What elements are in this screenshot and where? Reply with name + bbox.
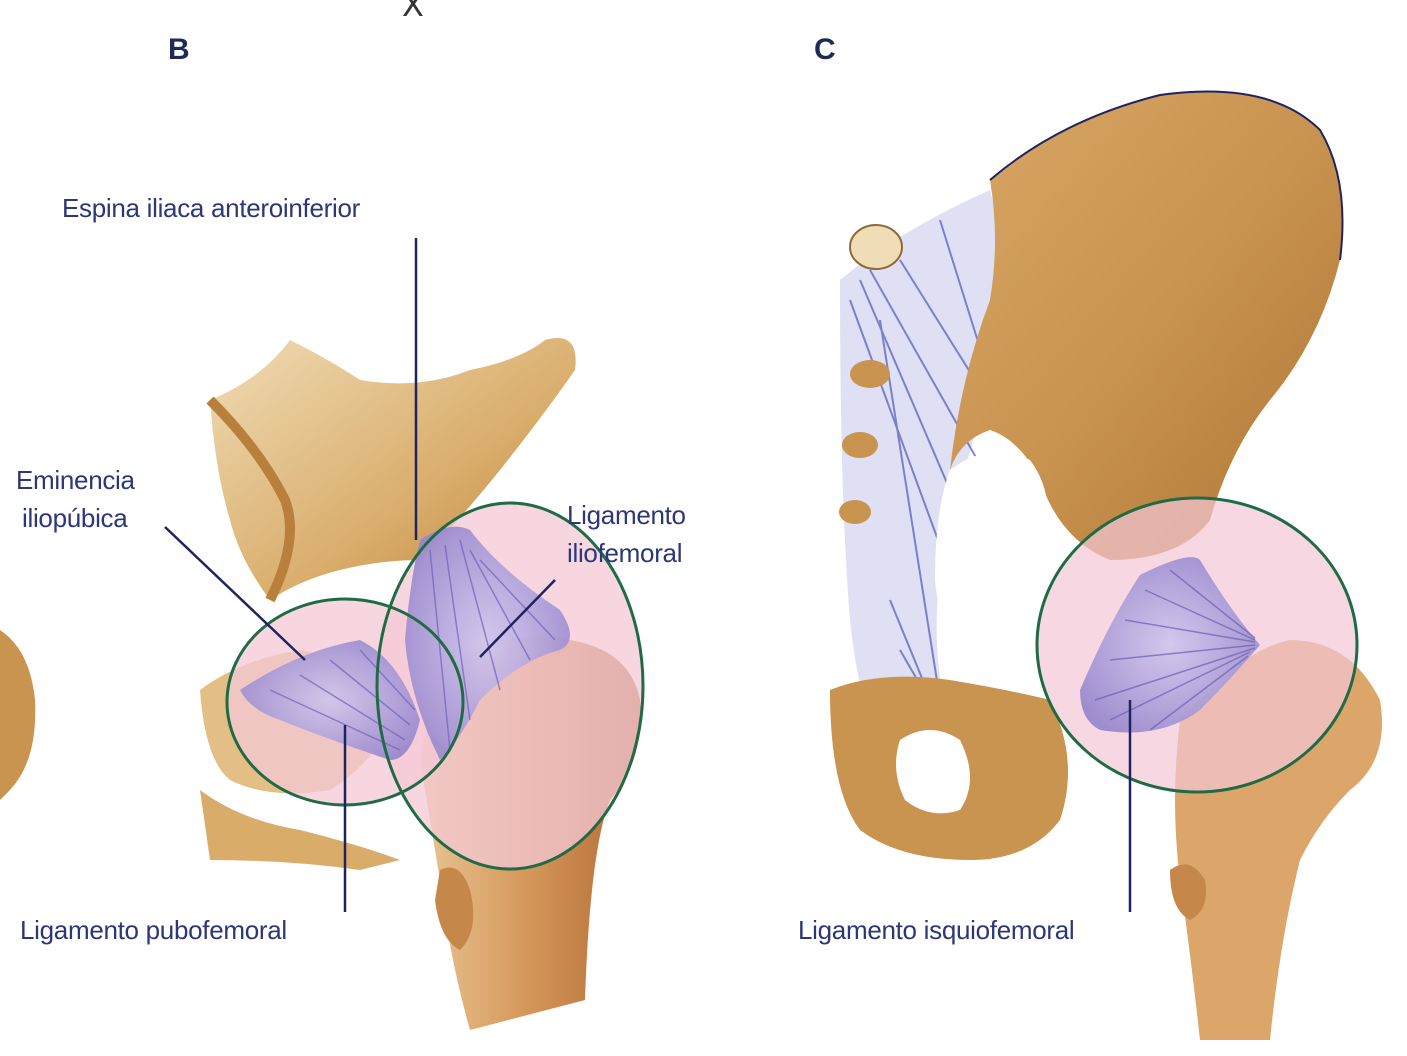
circle-iliofemoral <box>375 501 645 871</box>
label-eminencia-line2: iliopúbica <box>22 503 128 533</box>
obturator-foramen <box>935 452 1048 640</box>
leader-iliofemoral <box>479 579 556 658</box>
label-iliofemoral-line2: iliofemoral <box>567 538 683 568</box>
lesser-trochanter-c <box>1170 864 1206 920</box>
top-mark: X <box>402 0 424 24</box>
label-eminencia-line1: Eminencia <box>16 465 135 495</box>
ilium-c-outline <box>989 90 1344 261</box>
leader-lines-b <box>164 238 556 912</box>
sacral-foramen-2 <box>842 432 878 458</box>
sacral-foramen-3 <box>839 500 871 524</box>
ligament-fibers-c <box>1094 569 1256 731</box>
left-edge-bone <box>0 630 36 800</box>
panel-c-illustration <box>830 90 1382 1040</box>
ilium-c <box>950 91 1343 561</box>
ilium-b-edge <box>206 396 295 603</box>
label-espina-iliaca: Espina iliaca anteroinferior <box>62 193 360 223</box>
pubofemoral-ligament <box>240 640 420 760</box>
ligament-fibers-b <box>269 539 556 751</box>
isquiofemoral-ligament <box>1080 557 1260 733</box>
leader-eminencia <box>164 526 306 661</box>
panel-b-illustration <box>0 338 645 1030</box>
panel-label-c: C <box>814 33 836 66</box>
label-pubofemoral: Ligamento pubofemoral <box>20 915 287 945</box>
sacral-piece-1 <box>849 224 903 270</box>
label-isquiofemoral: Ligamento isquiofemoral <box>798 915 1075 945</box>
sacral-foramen-1 <box>850 360 890 388</box>
ischial-hole <box>896 730 970 814</box>
panel-label-b: B <box>168 33 190 66</box>
circle-isquiofemoral <box>1035 496 1359 794</box>
label-iliofemoral-line1: Ligamento <box>567 500 686 530</box>
ilium-b <box>210 338 576 600</box>
lesser-trochanter-b <box>435 867 474 950</box>
pubis-b-lower <box>200 790 400 870</box>
